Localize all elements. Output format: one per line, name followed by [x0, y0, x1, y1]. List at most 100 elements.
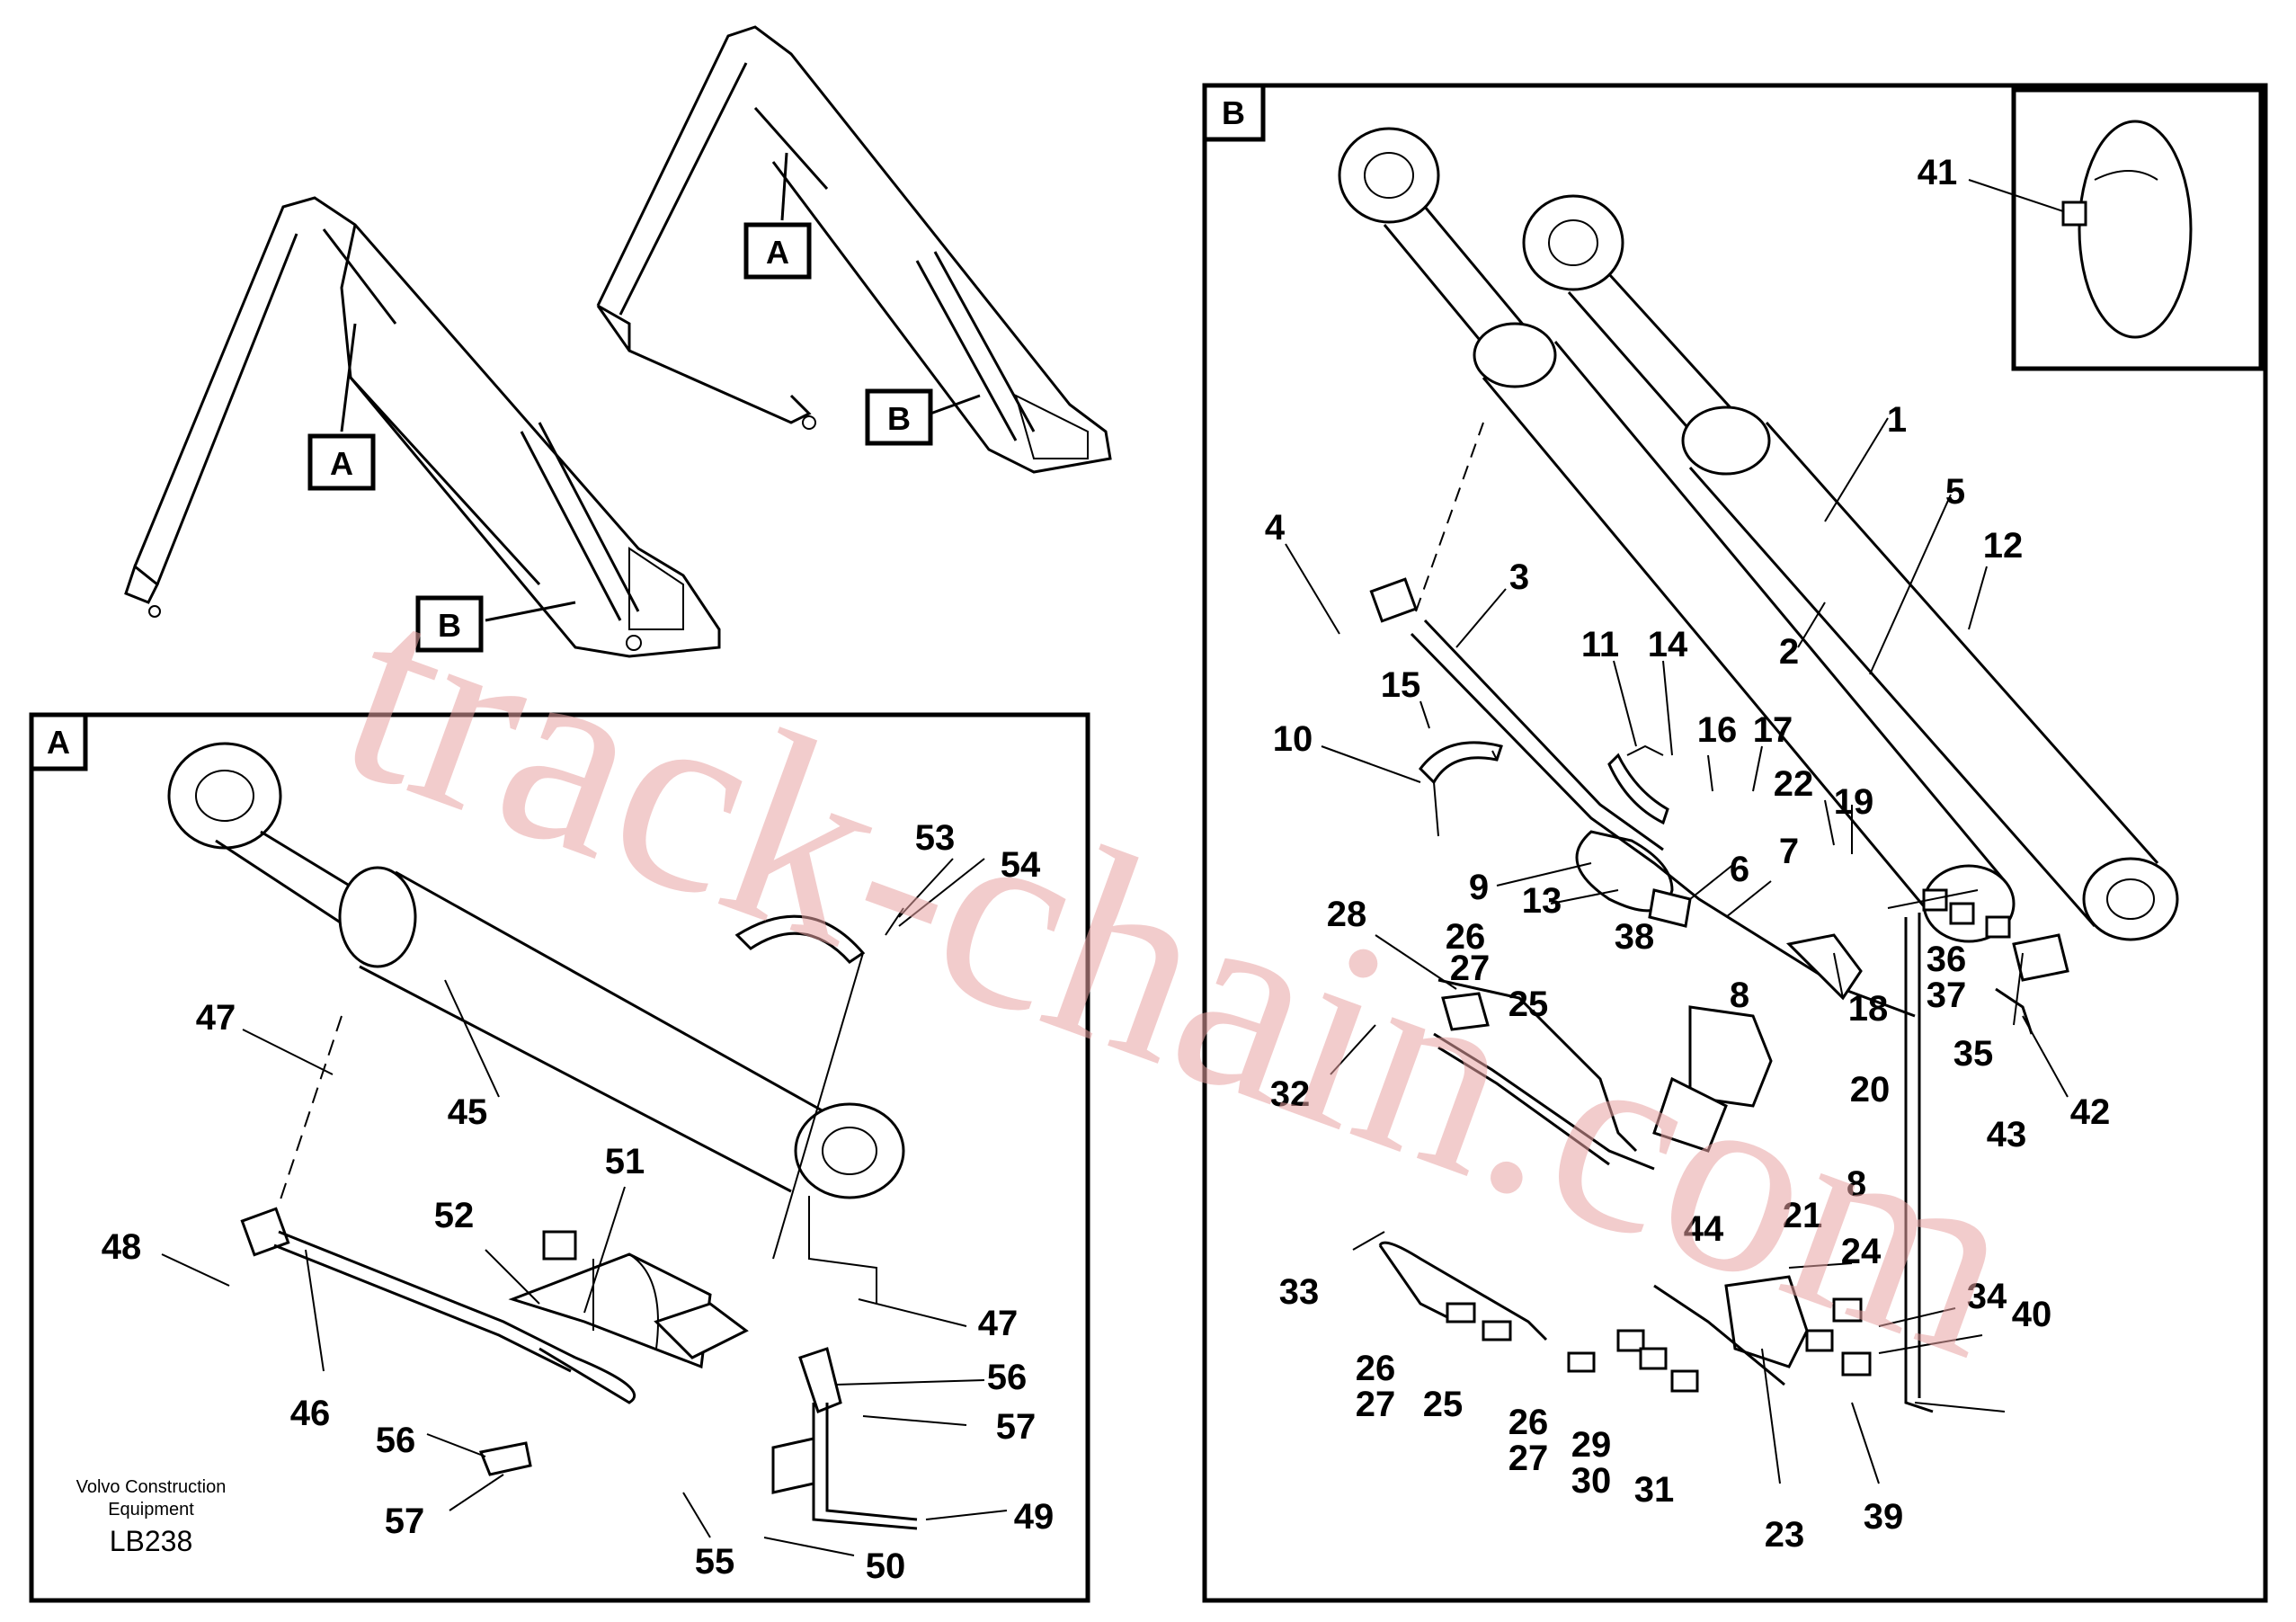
- footer-company-2: Equipment: [108, 1500, 194, 1520]
- boom-overview-right: [596, 25, 1112, 474]
- part-label-57: 57: [996, 1407, 1037, 1447]
- part-label-52: 52: [434, 1196, 475, 1235]
- part-label-22: 22: [1774, 764, 1814, 804]
- tube-assembly-left: [1378, 978, 1699, 1393]
- part-label-15: 15: [1381, 665, 1421, 705]
- part-label-13: 13: [1522, 881, 1562, 921]
- part-label-29: 29: [1571, 1425, 1612, 1465]
- callout-b-label: B: [438, 607, 461, 644]
- part-label-31: 31: [1634, 1470, 1675, 1510]
- part-label-25b: 25: [1423, 1385, 1464, 1424]
- panel-a-tag: A: [47, 724, 70, 761]
- part-label-1: 1: [1887, 400, 1907, 440]
- part-label-4: 4: [1265, 508, 1286, 548]
- part-label-46: 46: [290, 1394, 331, 1433]
- part-label-23: 23: [1765, 1515, 1805, 1555]
- part-label-5: 5: [1945, 472, 1965, 512]
- part-label-8: 8: [1730, 976, 1749, 1015]
- part-label-41: 41: [1918, 153, 1958, 192]
- fittings-right: [1887, 888, 2069, 1035]
- part-label-49: 49: [1014, 1497, 1055, 1537]
- loop-13: [1575, 830, 1692, 928]
- callout-a-left: A: [307, 323, 376, 491]
- part-label-10: 10: [1273, 719, 1313, 759]
- part-label-26: 26: [1446, 917, 1486, 957]
- inset-clamp-41: [1968, 87, 2264, 371]
- part-label-30: 30: [1571, 1461, 1612, 1501]
- part-label-33: 33: [1279, 1272, 1320, 1312]
- part-label-3: 3: [1509, 557, 1529, 597]
- part-label-36: 36: [1927, 940, 1967, 979]
- bracket-51: [508, 1230, 749, 1369]
- part-label-19: 19: [1834, 782, 1874, 822]
- part-label-12: 12: [1983, 526, 2024, 566]
- part-label-21: 21: [1783, 1196, 1823, 1235]
- clamp-53: [734, 907, 904, 1260]
- part-label-27c: 27: [1508, 1439, 1549, 1478]
- part-label-39: 39: [1864, 1497, 1904, 1537]
- boom-overview-left: [124, 196, 721, 658]
- panel-b: B: [1202, 83, 2268, 1603]
- part-label-47: 47: [196, 998, 236, 1038]
- pipe-3: [1369, 422, 1916, 1018]
- part-label-40: 40: [2012, 1295, 2052, 1334]
- part-label-26b: 26: [1356, 1349, 1396, 1388]
- part-label-37: 37: [1927, 976, 1967, 1015]
- part-label-20: 20: [1850, 1070, 1891, 1110]
- callout-b-left: B: [415, 595, 576, 653]
- part-label-51: 51: [605, 1142, 645, 1181]
- callout-b-right: B: [865, 388, 981, 446]
- part-label-32: 32: [1270, 1074, 1311, 1114]
- part-label-53: 53: [915, 818, 956, 858]
- cylinder-1: [1338, 127, 2016, 943]
- part-label-56b: 56: [376, 1421, 416, 1460]
- part-label-26c: 26: [1508, 1403, 1549, 1442]
- cylinder-45: [167, 742, 905, 1199]
- part-label-14: 14: [1648, 625, 1688, 664]
- manifold-block: [1652, 933, 1863, 1153]
- part-label-27b: 27: [1356, 1385, 1396, 1424]
- part-label-28: 28: [1327, 895, 1367, 934]
- leaders-b: [1285, 417, 2069, 1484]
- part-label-17: 17: [1753, 710, 1793, 750]
- part-label-16: 16: [1697, 710, 1738, 750]
- part-label-9: 9: [1469, 868, 1489, 907]
- part-label-35: 35: [1953, 1034, 1994, 1074]
- part-label-50: 50: [866, 1546, 906, 1586]
- part-label-44: 44: [1684, 1209, 1724, 1249]
- panel-a: A: [29, 712, 1090, 1603]
- part-label-25: 25: [1508, 985, 1549, 1024]
- part-label-55: 55: [695, 1542, 735, 1582]
- part-label-34: 34: [1967, 1277, 2007, 1316]
- leaders-a: [161, 858, 1008, 1556]
- part-label-56: 56: [987, 1358, 1028, 1397]
- part-label-42: 42: [2070, 1092, 2111, 1132]
- bracket-23: [1653, 913, 1934, 1413]
- part-label-38: 38: [1615, 917, 1655, 957]
- clamp-49: [478, 1196, 918, 1530]
- part-label-7: 7: [1779, 832, 1799, 871]
- panel-b-tag: B: [1222, 94, 1245, 131]
- part-label-8b: 8: [1847, 1164, 1866, 1204]
- cylinder-2: [1522, 194, 2179, 941]
- clamp-11: [1607, 744, 1669, 825]
- callout-b-label-2: B: [887, 400, 911, 437]
- part-label-11: 11: [1581, 625, 1619, 664]
- callout-a-right: A: [743, 152, 812, 280]
- callout-a-label: A: [330, 445, 353, 482]
- part-label-47b: 47: [978, 1304, 1019, 1343]
- callout-a-label-2: A: [766, 234, 789, 271]
- part-label-45: 45: [448, 1092, 488, 1132]
- part-label-48: 48: [102, 1227, 142, 1267]
- part-label-54: 54: [1001, 845, 1041, 885]
- part-label-27: 27: [1450, 949, 1491, 988]
- footer-company: Volvo Construction: [76, 1477, 227, 1497]
- pipe-46: [240, 1015, 636, 1404]
- part-label-43: 43: [1987, 1115, 2027, 1154]
- part-label-18: 18: [1848, 989, 1889, 1029]
- part-label-57b: 57: [385, 1502, 425, 1541]
- clamp-10: [1419, 741, 1503, 837]
- part-label-6: 6: [1730, 850, 1749, 889]
- part-label-24: 24: [1841, 1232, 1882, 1271]
